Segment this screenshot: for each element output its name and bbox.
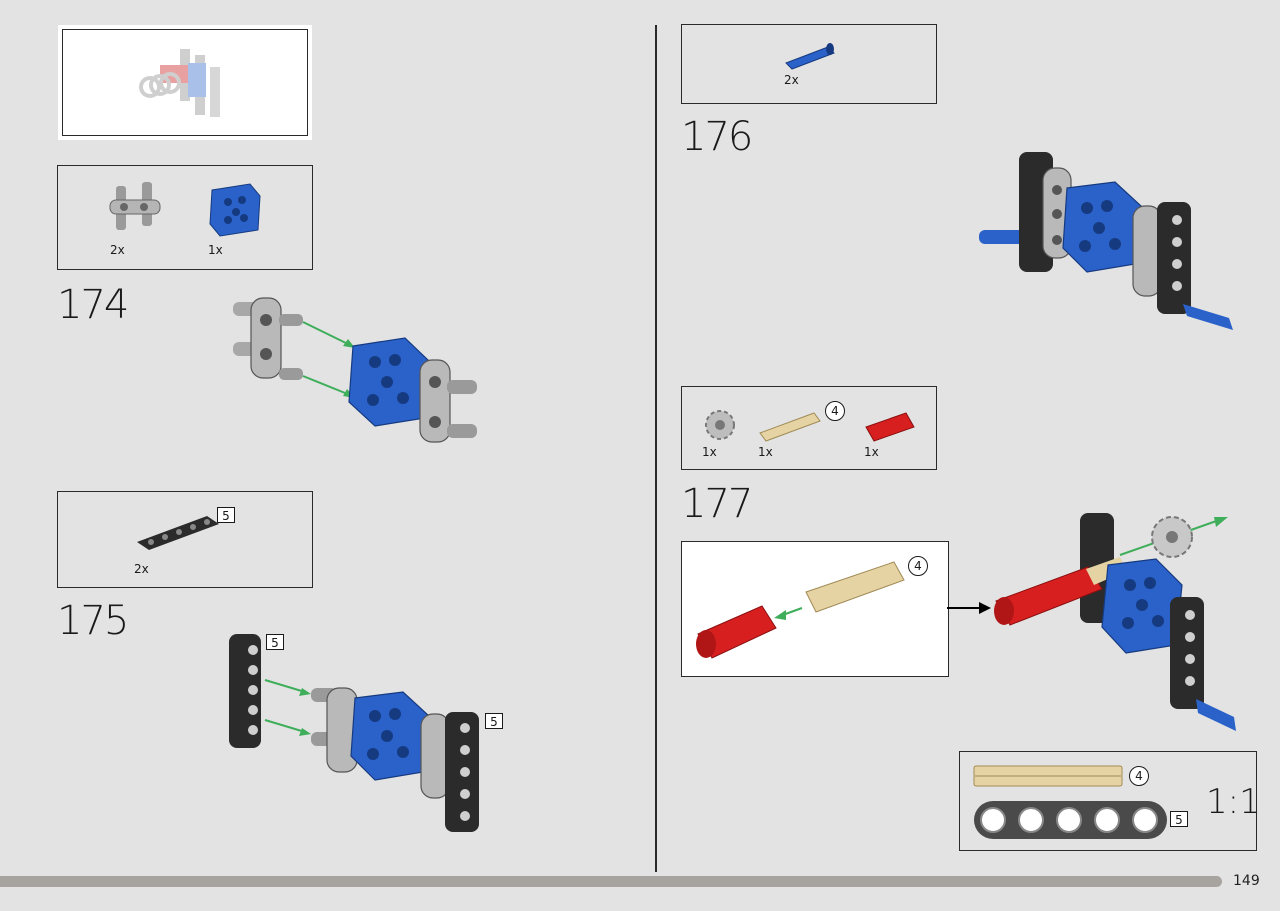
parts-list-176: 2x	[681, 24, 937, 104]
footer-bar	[0, 876, 1222, 887]
blue-pin-icon	[785, 43, 835, 70]
length-callout: 5	[485, 713, 503, 729]
step-number: 174	[57, 282, 129, 328]
qty-label: 1x	[864, 445, 879, 459]
qty-label: 2x	[784, 73, 799, 87]
length-callout: 4	[825, 401, 845, 421]
blue-plate-icon	[209, 183, 261, 237]
step-number: 175	[57, 598, 129, 644]
qty-label: 1x	[208, 243, 223, 257]
preview-model-icon	[139, 49, 220, 117]
length-callout: 5	[1170, 811, 1188, 827]
black-beam-icon	[137, 516, 219, 550]
length-callout: 4	[908, 556, 928, 576]
assembly-177-icon	[994, 513, 1236, 731]
scale-reference-box: 4 5 1:1	[959, 751, 1261, 851]
black-beam-scale-icon	[974, 801, 1167, 839]
parts-list-177: 1x 1x 4 1x	[681, 386, 937, 470]
step-number: 176	[681, 114, 753, 160]
scale-label: 1:1	[1206, 782, 1261, 822]
assembly-176-icon	[979, 152, 1233, 330]
qty-label: 2x	[110, 243, 125, 257]
length-callout: 5	[217, 507, 235, 523]
preview-thumbnail	[58, 25, 312, 140]
grey-connector-icon	[109, 182, 161, 230]
arrow-right-icon	[947, 602, 991, 614]
gear-icon	[705, 410, 735, 440]
length-callout: 4	[1129, 766, 1149, 786]
assembly-174-icon	[233, 297, 477, 443]
step-number: 177	[681, 481, 753, 527]
subassembly-box: 4	[681, 541, 949, 677]
length-callout: 5	[266, 634, 284, 650]
red-connector-icon	[865, 412, 915, 442]
parts-list-175: 2x 5	[57, 491, 313, 588]
parts-list-174: 2x 1x	[57, 165, 313, 270]
page-divider	[655, 25, 657, 872]
subassembly-icon	[696, 561, 905, 659]
page-number: 149	[1233, 873, 1260, 889]
qty-label: 1x	[758, 445, 773, 459]
tan-axle-icon	[759, 412, 821, 442]
qty-label: 1x	[702, 445, 717, 459]
qty-label: 2x	[134, 562, 149, 576]
tan-axle-scale-icon	[973, 765, 1123, 787]
assembly-175-icon	[229, 634, 479, 832]
